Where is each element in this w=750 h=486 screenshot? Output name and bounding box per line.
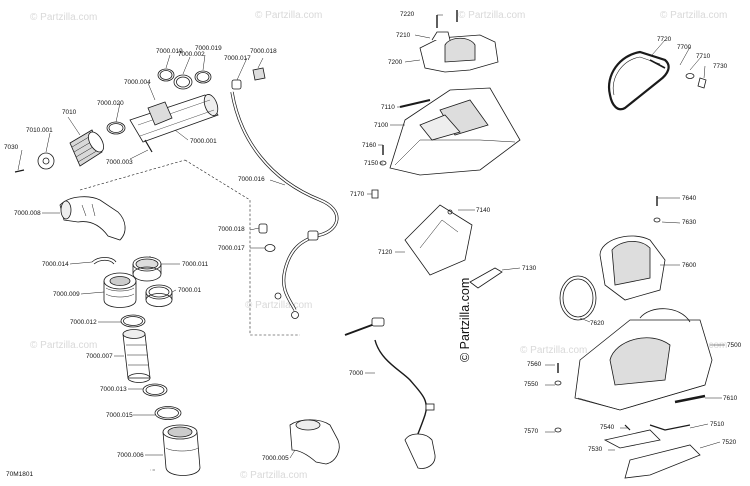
- callout-7170: 7170: [350, 191, 365, 198]
- callout-7110: 7110: [381, 104, 395, 111]
- left-vertical-stack: [59, 196, 201, 476]
- callout-7000-016: 7000.016: [238, 176, 265, 183]
- callout-7160: 7160: [362, 142, 377, 149]
- callout-7520: 7520: [722, 439, 737, 446]
- callout-7120: 7120: [378, 249, 393, 256]
- callout-7010: 7010: [62, 109, 77, 116]
- callout-7000-009: 7000.009: [53, 291, 80, 298]
- watermark: © Partzilla.com: [30, 12, 98, 23]
- callout-7150: 7150: [364, 160, 379, 167]
- callout-7140: 7140: [476, 207, 491, 214]
- callout-7000-01: 7000.01: [178, 287, 202, 294]
- callout-7510: 7510: [710, 421, 725, 428]
- callout-7000-004: 7000.004: [124, 79, 151, 86]
- callout-7000-001: 7000.001: [190, 138, 217, 145]
- callout-7630: 7630: [682, 219, 697, 226]
- callout-7000-006: 7000.006: [117, 452, 144, 459]
- callout-7000-008: 7000.008: [14, 210, 41, 217]
- callout-7710: 7710: [696, 53, 711, 60]
- watermark: © Partzilla.com: [240, 470, 308, 481]
- watermark: © Partzilla.com: [255, 10, 323, 21]
- callout-7640: 7640: [682, 195, 697, 202]
- dashed-leader-lines: [79, 159, 300, 471]
- callout-7000-019-b: 7000.019: [195, 45, 222, 52]
- callout-7000-014: 7000.014: [42, 261, 69, 268]
- callout-7000-017: 7000.017: [218, 245, 245, 252]
- callout-7730: 7730: [713, 63, 728, 70]
- watermark: © Partzilla.com: [660, 10, 728, 21]
- watermark: © Partzilla.com: [520, 345, 588, 356]
- shifter-right: [554, 196, 713, 479]
- callout-7220: 7220: [400, 11, 415, 18]
- callout-7000-011: 7000.011: [182, 261, 209, 268]
- center-connectors: [289, 317, 436, 469]
- callout-7000-018-top: 7000.018: [250, 48, 277, 55]
- callout-7030: 7030: [4, 144, 19, 151]
- callout-7500: 7500: [727, 342, 742, 349]
- callout-7000-020: 7000.020: [97, 100, 124, 107]
- callout-7550: 7550: [524, 381, 539, 388]
- callout-7000: 7000: [349, 370, 364, 377]
- leader-lines: [17, 14, 725, 459]
- callout-7010-001: 7010.001: [26, 127, 53, 134]
- callout-7000-003: 7000.003: [106, 159, 133, 166]
- callout-7000-005: 7000.005: [262, 455, 289, 462]
- callout-7570: 7570: [524, 428, 539, 435]
- watermark: © Partzilla.com: [30, 340, 98, 351]
- brand-watermark: © Partzilla.com: [458, 277, 472, 362]
- callout-7000-019-a: 7000.019: [156, 48, 183, 55]
- callout-7620: 7620: [590, 320, 605, 327]
- watermark: © Partzilla.com: [245, 300, 313, 311]
- callout-7720: 7720: [657, 36, 672, 43]
- callout-7600: 7600: [682, 262, 697, 269]
- shifter-console-top: [371, 10, 521, 199]
- strap-7720: [607, 50, 707, 111]
- callout-7000-017-top: 7000.017: [224, 55, 251, 62]
- callout-7210: 7210: [396, 32, 411, 39]
- callout-7000-007: 7000.007: [86, 353, 113, 360]
- bracket-7120: [404, 204, 503, 289]
- callout-7530: 7530: [588, 446, 603, 453]
- callout-7100: 7100: [374, 122, 389, 129]
- callout-7000-013: 7000.013: [100, 386, 127, 393]
- callout-7000-002: 7000.002: [178, 51, 205, 58]
- callout-7000-012: 7000.012: [70, 319, 97, 326]
- callout-7610: 7610: [723, 395, 738, 402]
- watermark: © Partzilla.com: [458, 10, 526, 21]
- callout-7130: 7130: [522, 265, 537, 272]
- callout-7540: 7540: [600, 424, 615, 431]
- callout-7700: 7700: [677, 44, 692, 51]
- callout-7560: 7560: [527, 361, 542, 368]
- callout-7200: 7200: [388, 59, 403, 66]
- callout-7000-015: 7000.015: [106, 412, 133, 419]
- callout-7000-018: 7000.018: [218, 226, 245, 233]
- hose-7000-016: [230, 91, 339, 319]
- diagram-code: 70M1801: [6, 471, 34, 478]
- pipe-assembly-top-left: [14, 67, 266, 173]
